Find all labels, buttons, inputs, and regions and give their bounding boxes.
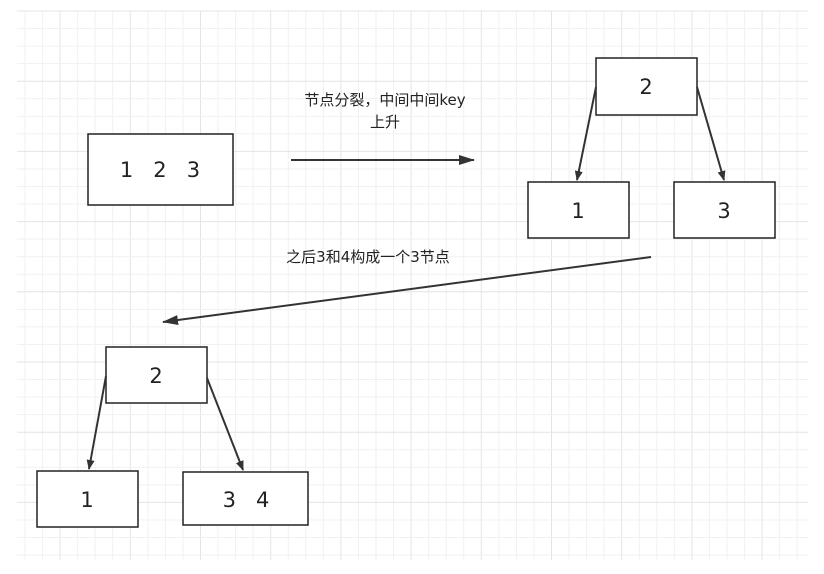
- node-keys: 1 2 3: [120, 158, 200, 182]
- root-key: 2: [639, 75, 652, 99]
- left-key: 1: [571, 199, 584, 223]
- step3-root-node[interactable]: 2: [105, 346, 208, 404]
- edge-root-right: [206, 377, 244, 471]
- step2-right-node[interactable]: 3: [673, 181, 776, 239]
- step2-left-node[interactable]: 1: [527, 181, 630, 239]
- step3-right-node[interactable]: 3 4: [182, 471, 309, 526]
- edge-root-left: [86, 375, 107, 470]
- merge-label: 之后3和4构成一个3节点: [286, 248, 450, 266]
- left-key: 1: [80, 488, 93, 512]
- background-grid: [17, 10, 808, 560]
- node-1-2-3[interactable]: 1 2 3: [87, 133, 234, 206]
- split-label-line1: 节点分裂，中间中间key: [304, 91, 465, 109]
- merge-arrow: [162, 256, 652, 325]
- edge-root-left: [574, 86, 597, 181]
- step3-left-node[interactable]: 1: [36, 470, 139, 528]
- root-key: 2: [149, 364, 162, 388]
- right-key: 3: [717, 199, 730, 223]
- step2-root-node[interactable]: 2: [595, 57, 698, 116]
- edge-root-right: [696, 86, 726, 181]
- split-label-line2: 上升: [370, 113, 400, 131]
- right-key: 3 4: [223, 488, 270, 512]
